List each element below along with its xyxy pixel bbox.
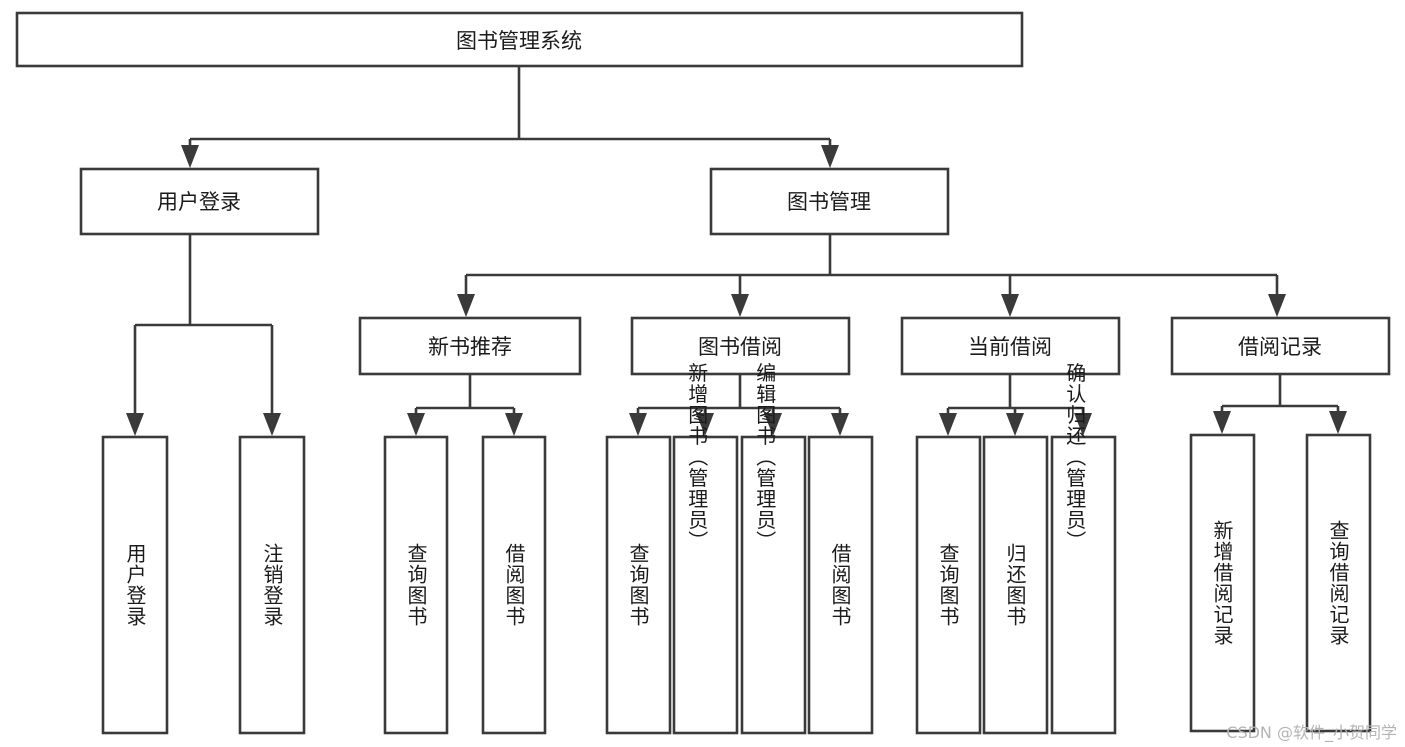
leaf-label: 归还图书 xyxy=(1003,543,1027,627)
leaf-label-group-book-borrow: 查询图书 新增图书（管理员） 编辑图书（管理员） 借阅图书 xyxy=(626,362,852,627)
leaf-box[interactable] xyxy=(605,435,672,735)
arrow-head-icon xyxy=(731,294,749,317)
leaf-box[interactable] xyxy=(740,435,807,735)
connector-root-to-level2 xyxy=(181,66,839,168)
node-new-book-recommend-label: 新书推荐 xyxy=(428,335,512,359)
arrow-head-icon xyxy=(505,413,523,436)
leaf-box[interactable] xyxy=(1050,435,1117,735)
leaf-boxes xyxy=(101,433,1372,735)
leaf-box[interactable] xyxy=(982,435,1049,735)
leaf-label: 注销登录 xyxy=(260,543,284,627)
node-book-borrow[interactable]: 图书借阅 xyxy=(630,316,851,376)
arrow-head-icon xyxy=(1074,413,1092,436)
node-borrow-record[interactable]: 借阅记录 xyxy=(1170,316,1391,376)
leaf-box[interactable] xyxy=(807,435,874,735)
leaf-label: 查询图书 xyxy=(404,543,428,627)
arrow-head-icon xyxy=(1268,294,1286,317)
arrow-head-icon xyxy=(696,413,714,436)
leaf-box[interactable] xyxy=(1305,433,1372,733)
connector-userlogin-to-leaves xyxy=(126,234,281,436)
leaf-box[interactable] xyxy=(101,435,169,735)
leaf-label: 编辑图书（管理员） xyxy=(753,362,777,551)
leaf-label: 借阅图书 xyxy=(828,543,852,627)
leaf-box[interactable] xyxy=(1189,433,1256,733)
arrow-head-icon xyxy=(126,413,144,436)
arrow-head-icon xyxy=(764,413,782,436)
leaf-label: 新增借阅记录 xyxy=(1210,520,1234,646)
leaf-label: 用户登录 xyxy=(123,543,147,627)
connector-bookmgmt-to-level3 xyxy=(457,234,1286,317)
arrow-head-icon xyxy=(263,413,281,436)
node-book-management-label: 图书管理 xyxy=(787,190,871,214)
node-root-label: 图书管理系统 xyxy=(456,29,582,53)
leaf-label-group-borrow-record: 新增借阅记录 查询借阅记录 xyxy=(1210,520,1350,646)
connector-current-to-leaves xyxy=(939,374,1092,436)
connector-record-to-leaves xyxy=(1213,374,1347,434)
node-current-borrow-label: 当前借阅 xyxy=(968,335,1052,359)
node-current-borrow[interactable]: 当前借阅 xyxy=(900,316,1121,376)
node-root[interactable]: 图书管理系统 xyxy=(15,11,1024,68)
leaf-box[interactable] xyxy=(481,435,547,735)
leaf-label-group-user-login: 用户登录 注销登录 xyxy=(123,543,284,627)
arrow-head-icon xyxy=(181,145,199,168)
node-user-login-label: 用户登录 xyxy=(157,190,241,214)
leaf-label: 查询借阅记录 xyxy=(1326,520,1350,646)
leaf-label: 确认归还（管理员） xyxy=(1063,362,1087,551)
connector-borrow-to-leaves xyxy=(629,374,849,436)
node-new-book-recommend[interactable]: 新书推荐 xyxy=(358,316,582,376)
arrow-head-icon xyxy=(1329,411,1347,434)
leaf-box[interactable] xyxy=(238,435,306,735)
arrow-head-icon xyxy=(939,413,957,436)
arrow-head-icon xyxy=(1006,413,1024,436)
arrow-head-icon xyxy=(629,413,647,436)
node-user-login[interactable]: 用户登录 xyxy=(79,167,320,236)
arrow-head-icon xyxy=(457,294,475,317)
arrow-head-icon xyxy=(831,413,849,436)
leaf-label-group-recommend: 查询图书 借阅图书 xyxy=(404,543,526,627)
leaf-box[interactable] xyxy=(915,435,982,735)
arrow-head-icon xyxy=(1213,411,1231,434)
arrow-head-icon xyxy=(821,145,839,168)
node-book-borrow-label: 图书借阅 xyxy=(698,335,782,359)
leaf-box[interactable] xyxy=(672,435,739,735)
leaf-label: 新增图书（管理员） xyxy=(685,362,709,551)
leaf-label: 查询图书 xyxy=(626,543,650,627)
arrow-head-icon xyxy=(407,413,425,436)
leaf-label-group-current-borrow: 查询图书 归还图书 确认归还（管理员） xyxy=(936,362,1087,627)
node-borrow-record-label: 借阅记录 xyxy=(1238,335,1322,359)
connector-recommend-to-leaves xyxy=(407,374,523,436)
leaf-label: 查询图书 xyxy=(936,543,960,627)
node-book-management[interactable]: 图书管理 xyxy=(709,167,950,236)
leaf-box[interactable] xyxy=(383,435,449,735)
leaf-label: 借阅图书 xyxy=(502,543,526,627)
arrow-head-icon xyxy=(1001,294,1019,317)
